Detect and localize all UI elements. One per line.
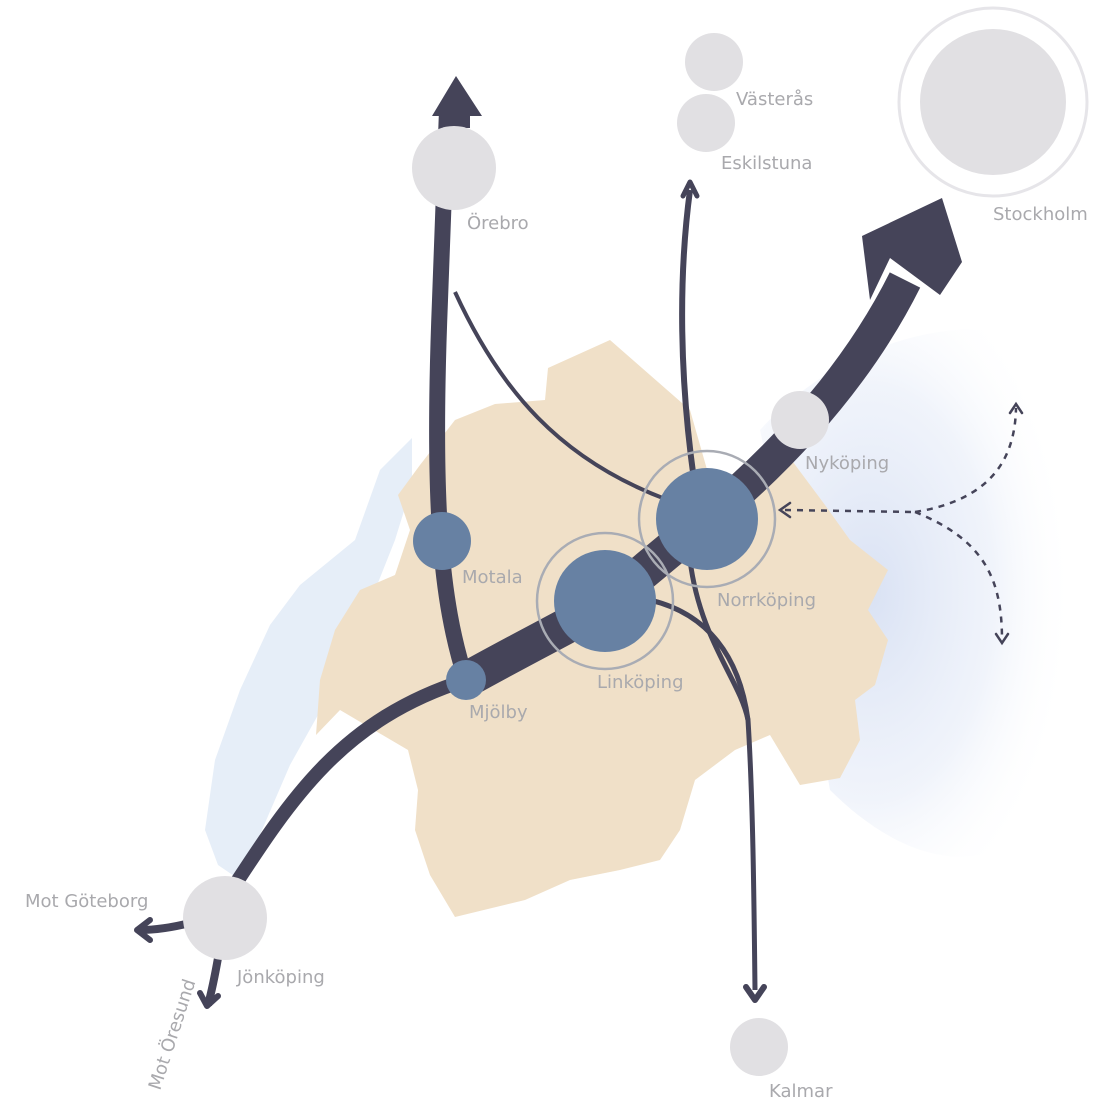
kalmar-node (730, 1018, 788, 1076)
label-eskilstuna: Eskilstuna (721, 153, 812, 174)
dashed-sea-route (784, 508, 916, 514)
stockholm-node (920, 29, 1066, 175)
stockholm-ring (897, 6, 1089, 198)
label-orebro: Örebro (467, 212, 529, 234)
arrow-kalmar (743, 984, 767, 1003)
dashed-arrow-west (777, 501, 792, 519)
label-jonkoping: Jönköping (236, 967, 325, 988)
dashed-sea-route-north (914, 407, 1018, 514)
label-linkoping: Linköping (597, 672, 684, 693)
label-mjolby: Mjölby (469, 702, 528, 723)
arrow-stockholm (862, 198, 962, 300)
route-norrkoping-eskilstuna (679, 189, 697, 481)
route-jonkoping-mjolby (219, 673, 469, 904)
linkoping-node (554, 550, 656, 652)
norrkoping-ring (637, 449, 777, 589)
route-linkoping-kalmar (639, 595, 758, 991)
label-mot-oresund: Mot Öresund (144, 976, 201, 1092)
dashed-arrow-north (1008, 401, 1024, 415)
arrow-orebro-north (432, 76, 482, 128)
vasteras-node (685, 33, 743, 91)
label-motala: Motala (462, 567, 523, 588)
dashed-arrow-south (994, 632, 1010, 646)
route-orebro-norrkoping (453, 291, 669, 502)
norrkoping-node (656, 468, 758, 570)
label-nykoping: Nyköping (805, 453, 889, 474)
label-kalmar: Kalmar (769, 1081, 833, 1101)
label-norrkoping: Norrköping (717, 590, 816, 611)
arrow-goteborg (134, 917, 153, 943)
nykoping-node (771, 391, 829, 449)
mjolby-node (446, 660, 486, 700)
label-mot-goteborg: Mot Göteborg (25, 891, 148, 912)
orebro-node (412, 126, 496, 210)
linkoping-ring (535, 531, 675, 671)
label-stockholm: Stockholm (993, 204, 1088, 225)
motala-node (413, 512, 471, 570)
arrow-eskilstuna (680, 179, 700, 199)
eskilstuna-node (677, 94, 735, 152)
label-vasteras: Västerås (736, 89, 813, 110)
lake-vattern (205, 438, 412, 880)
arrow-oresund (197, 990, 221, 1009)
dashed-sea-route-south (914, 510, 1004, 641)
jonkoping-node (183, 876, 267, 960)
